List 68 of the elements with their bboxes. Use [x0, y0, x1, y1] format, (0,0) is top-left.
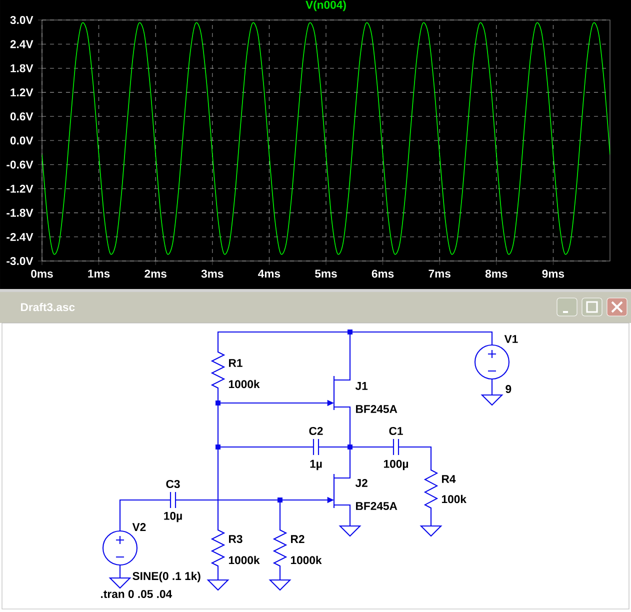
wire — [217, 406, 219, 444]
y-tick-label: 3.0V — [10, 16, 34, 24]
component-value: 1000k — [290, 556, 322, 564]
component-value: 100k — [442, 494, 466, 504]
x-tick-label: 5ms — [315, 270, 337, 278]
y-tick-label: -2.4V — [6, 232, 34, 241]
wire — [400, 446, 432, 468]
y-tick-label: -1.2V — [6, 184, 34, 193]
x-tick-label: 8ms — [485, 270, 508, 278]
component-name: R3 — [229, 535, 242, 544]
y-tick-label: -3.0V — [6, 256, 34, 266]
wire — [352, 446, 392, 448]
wire — [349, 334, 351, 374]
component-name: R1 — [229, 359, 242, 367]
y-tick-label: -0.6V — [6, 160, 34, 169]
x-tick-label: 4ms — [258, 270, 280, 278]
wire — [177, 499, 278, 501]
y-tick-label: 1.8V — [10, 64, 34, 72]
wire — [349, 412, 351, 444]
component-value: BF245A — [356, 502, 398, 510]
wire — [349, 510, 351, 526]
y-tick-label: 1.2V — [10, 88, 34, 96]
wire — [279, 502, 281, 528]
component-name: J1 — [355, 382, 368, 390]
component-value: 1000k — [228, 380, 260, 388]
x-tick-label: 7ms — [428, 270, 450, 278]
x-tick-label: 6ms — [372, 270, 394, 278]
component-value: 1000k — [228, 556, 260, 564]
x-tick-label: 1ms — [88, 270, 110, 278]
x-tick-label: 0ms — [31, 270, 53, 278]
wire — [217, 568, 219, 580]
wire — [220, 446, 312, 448]
wire — [491, 379, 493, 395]
component-name: R2 — [291, 535, 304, 543]
wire — [119, 499, 169, 531]
wire — [279, 568, 281, 580]
y-tick-label: 0.0V — [10, 136, 34, 145]
chart-title: V(n004) — [306, 0, 346, 12]
spice-directive: .tran 0 .05 .04 — [101, 590, 172, 598]
x-tick-label: 2ms — [144, 270, 166, 278]
wire — [349, 450, 351, 472]
component-value: 9 — [506, 385, 512, 394]
component-name: R4 — [442, 475, 456, 483]
component-name: C2 — [309, 427, 323, 436]
wire — [217, 450, 219, 528]
component-value: 1µ — [310, 460, 322, 470]
wire — [352, 331, 493, 345]
component-name: V2 — [132, 523, 146, 531]
y-tick-label: 2.4V — [10, 40, 34, 48]
x-tick-label: 9ms — [542, 270, 564, 278]
component-name: J2 — [355, 479, 368, 488]
y-tick-label: 0.6V — [10, 112, 34, 120]
component-value: SINE(0 .1 1k) — [132, 572, 200, 582]
wire — [430, 510, 432, 526]
wire — [217, 390, 219, 400]
component-name: V1 — [504, 335, 518, 343]
wire — [119, 565, 121, 578]
line-series — [42, 23, 610, 254]
component-value: BF245A — [356, 405, 398, 414]
title-bar: Draft3.asc — [0, 292, 631, 323]
component-name: C3 — [166, 480, 180, 488]
component-value: 10µ — [164, 512, 182, 522]
wire — [320, 446, 348, 448]
component-name: C1 — [389, 427, 403, 436]
wire — [217, 331, 348, 350]
x-tick-label: 3ms — [201, 270, 224, 278]
y-tick-label: -1.8V — [6, 208, 34, 217]
component-value: 100µ — [384, 460, 408, 470]
